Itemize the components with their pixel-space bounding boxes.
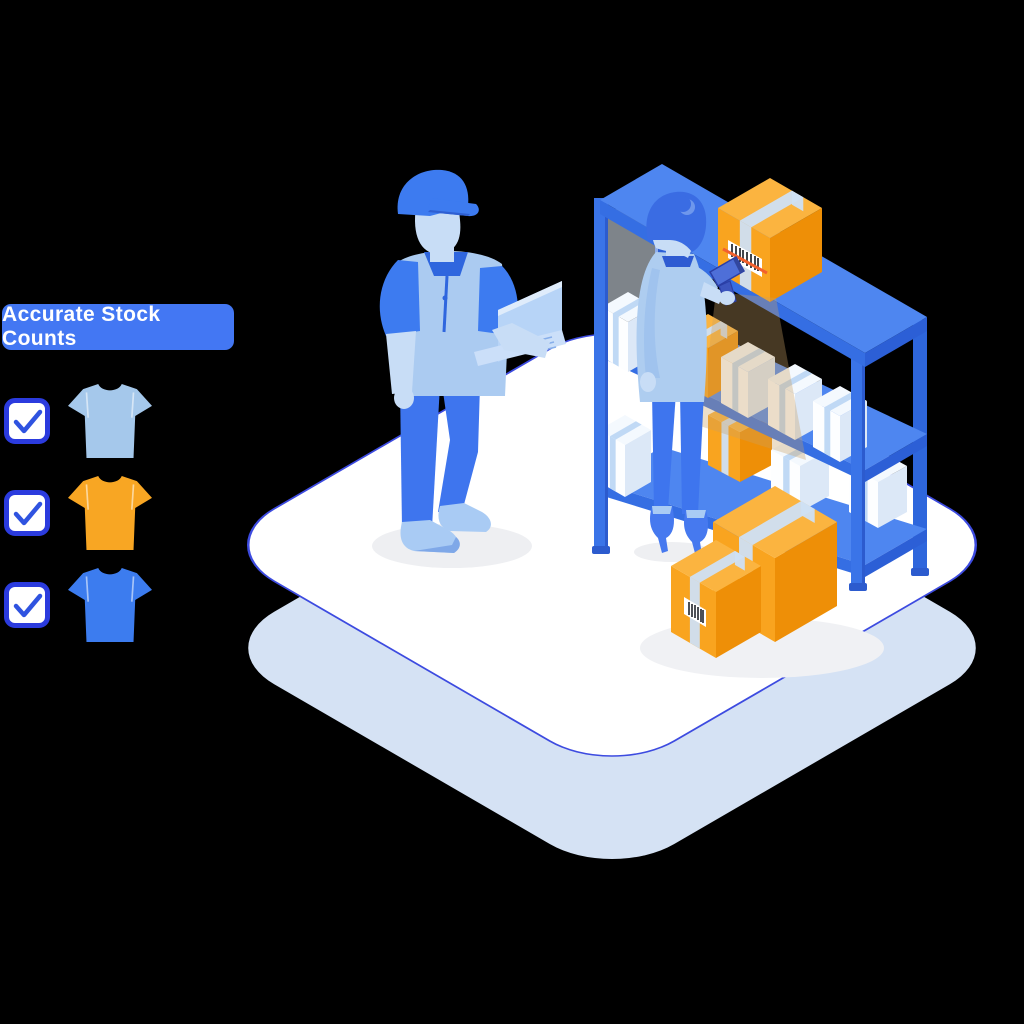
checkbox-checked[interactable] — [4, 490, 50, 536]
heel-shoe — [650, 506, 674, 553]
pointing-hand — [492, 323, 550, 358]
barcode-scanner-icon — [708, 255, 746, 306]
floor-cartons — [640, 486, 884, 678]
rack-foot — [592, 546, 610, 554]
collar — [662, 256, 694, 267]
hand — [719, 291, 735, 305]
sleeve — [379, 260, 420, 336]
rack-foot — [911, 568, 929, 576]
rack-post-shade — [605, 198, 608, 546]
rack-foot — [849, 583, 867, 591]
worker-with-laptop — [372, 169, 566, 568]
checkbox-checked[interactable] — [4, 398, 50, 444]
laser-line — [722, 247, 768, 275]
barcode-icon — [684, 597, 706, 627]
barcode-icon — [722, 240, 768, 277]
tshirt-icon — [68, 384, 152, 458]
stock-item-row — [0, 564, 170, 644]
check-icon — [13, 409, 43, 434]
shoe — [438, 503, 491, 532]
stock-counts-label: Accurate Stock Counts — [2, 303, 234, 350]
floor-boxes — [671, 486, 837, 658]
rack-post-shade — [862, 356, 865, 583]
stock-item-row — [0, 472, 170, 552]
rack-post-front-left — [594, 198, 608, 546]
rack-post-front-right — [851, 356, 865, 583]
stock-item-row — [0, 380, 170, 460]
white-box — [768, 364, 822, 440]
orange-box — [671, 540, 761, 658]
hand — [394, 387, 414, 409]
worker-scanning — [634, 191, 724, 562]
scanner-beam — [700, 292, 806, 460]
check-icon — [13, 501, 43, 526]
heel-shoe — [684, 510, 708, 557]
checkbox-checked[interactable] — [4, 582, 50, 628]
hand — [640, 372, 656, 392]
check-icon — [13, 593, 43, 618]
tshirt-icon — [68, 476, 152, 550]
tshirt-icon — [68, 568, 152, 642]
